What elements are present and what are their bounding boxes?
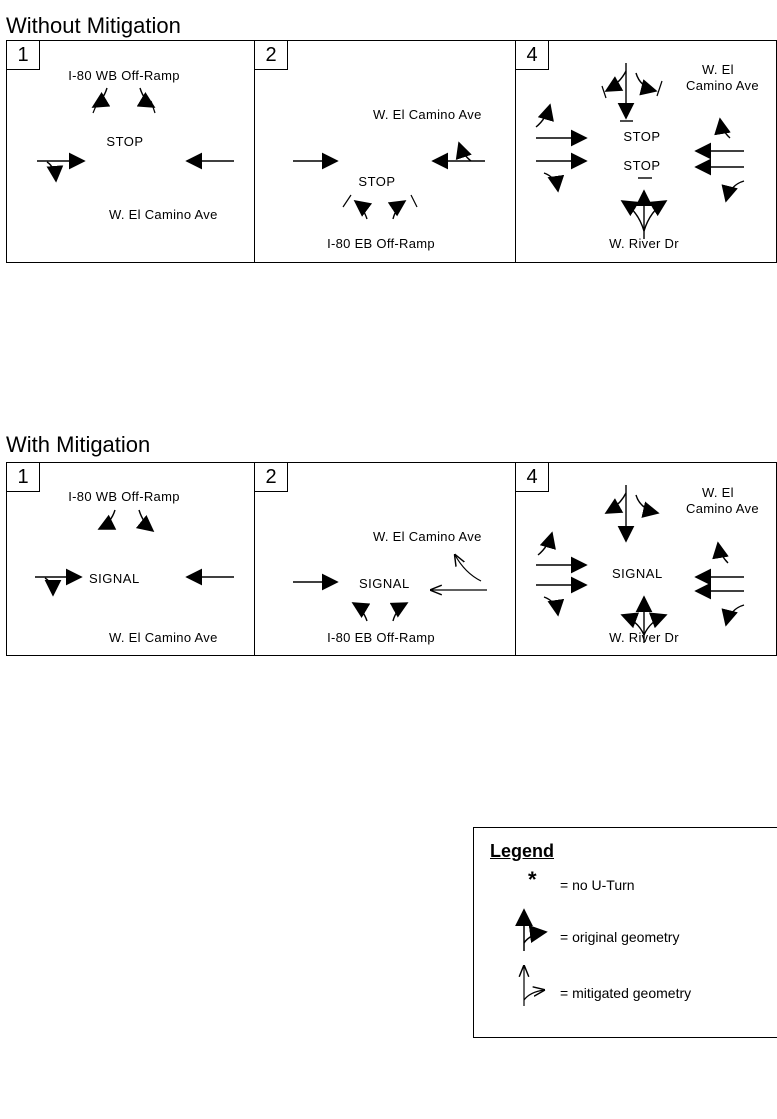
eb-right-arrow bbox=[543, 172, 565, 193]
eb-right-arrow bbox=[46, 161, 64, 183]
intersection-number: 4 bbox=[515, 40, 549, 70]
road-label-north: I-80 WB Off-Ramp bbox=[68, 68, 180, 83]
road-label-north-2: Camino Ave bbox=[686, 78, 759, 93]
control-label: SIGNAL bbox=[89, 571, 140, 586]
intersection-number: 4 bbox=[515, 462, 549, 492]
nb-left-arrow bbox=[353, 199, 373, 220]
wb-right-arrow bbox=[712, 541, 729, 564]
sb-right-arrow bbox=[604, 492, 627, 514]
wb-right-arrow bbox=[714, 117, 731, 139]
road-label-east: W. El Camino Ave bbox=[373, 107, 482, 122]
panel-int-1-without: 1 I-80 WB Off-Ramp STOP W. El Camino Ave bbox=[6, 40, 255, 263]
road-label-south: W. River Dr bbox=[609, 236, 679, 251]
legend-title: Legend bbox=[490, 841, 555, 861]
eb-right-arrow bbox=[44, 577, 62, 597]
legend-symbols bbox=[515, 908, 548, 1006]
panel-int-4-without: 4 W. El Camino Ave STOP STOP W. River Dr bbox=[515, 40, 777, 263]
original-geometry-icon bbox=[515, 908, 548, 951]
road-label-north: I-80 WB Off-Ramp bbox=[68, 489, 180, 504]
road-label-east: W. El Camino Ave bbox=[373, 529, 482, 544]
nb-left-arrow bbox=[351, 602, 371, 622]
movement-arrows bbox=[535, 63, 745, 239]
movement-arrows bbox=[293, 141, 485, 220]
panel-int-1-with: 1 I-80 WB Off-Ramp SIGNAL W. El Camino A… bbox=[6, 462, 255, 656]
eb-right-arrow bbox=[543, 596, 565, 617]
sb-left-arrow bbox=[635, 72, 658, 96]
control-label: SIGNAL bbox=[359, 576, 410, 591]
wb-right-arrow bbox=[455, 141, 472, 162]
nb-right-arrow bbox=[643, 200, 668, 232]
intersection-number: 2 bbox=[254, 462, 288, 492]
road-label-north-2: Camino Ave bbox=[686, 501, 759, 516]
control-label: STOP bbox=[106, 134, 144, 149]
nb-left-arrow bbox=[97, 509, 117, 530]
control-label: STOP bbox=[358, 174, 396, 189]
eb-left-arrow bbox=[535, 103, 554, 128]
eb-left-arrow bbox=[537, 531, 556, 556]
road-label-north-1: W. El bbox=[702, 62, 734, 77]
wb-left-arrow bbox=[721, 604, 745, 627]
road-label-south: W. El Camino Ave bbox=[109, 630, 218, 645]
nb-right-arrow bbox=[135, 509, 155, 533]
legend-no-uturn-text: = no U-Turn bbox=[560, 877, 635, 893]
sb-right-arrow bbox=[604, 70, 627, 92]
section-title-without: Without Mitigation bbox=[6, 13, 181, 38]
control-label: SIGNAL bbox=[612, 566, 663, 581]
road-label-south: I-80 EB Off-Ramp bbox=[327, 630, 435, 645]
intersection-number: 1 bbox=[6, 40, 40, 70]
nb-right-arrow bbox=[643, 612, 668, 636]
movement-arrows bbox=[293, 463, 487, 622]
road-label-south: I-80 EB Off-Ramp bbox=[327, 236, 435, 251]
nb-right-arrow bbox=[389, 602, 409, 622]
movement-arrows bbox=[536, 485, 745, 643]
road-label-south: W. El Camino Ave bbox=[109, 207, 218, 222]
intersection-number: 2 bbox=[254, 40, 288, 70]
legend-mitigated-text: = mitigated geometry bbox=[560, 985, 692, 1001]
control-label-2: STOP bbox=[623, 158, 661, 173]
nb-right-arrow bbox=[387, 200, 407, 220]
panel-int-4-with: 4 W. El Camino Ave SIGNAL W. River Dr bbox=[515, 462, 777, 656]
wb-left-arrow bbox=[721, 180, 745, 203]
intersection-number: 1 bbox=[6, 462, 40, 492]
nb-left-arrow bbox=[91, 87, 111, 108]
nb-left-arrow bbox=[620, 200, 645, 232]
mitigated-geometry-icon bbox=[524, 966, 544, 1006]
road-label-north-1: W. El bbox=[702, 485, 734, 500]
movement-arrows bbox=[35, 509, 234, 597]
no-uturn-star-icon: * bbox=[528, 867, 537, 892]
section-title-with: With Mitigation bbox=[6, 432, 151, 457]
panel-int-2-with: 2 W. El Camino Ave SIGNAL I-80 EB Off-Ra… bbox=[254, 462, 516, 656]
control-label-1: STOP bbox=[623, 129, 661, 144]
legend-original-text: = original geometry bbox=[560, 929, 680, 945]
nb-left-arrow bbox=[620, 612, 645, 636]
sb-left-arrow bbox=[635, 494, 660, 518]
wb-right-mitigated-arrow bbox=[455, 555, 482, 582]
panel-int-2-without: 2 W. El Camino Ave STOP I-80 EB Off-Ramp bbox=[254, 40, 516, 263]
movement-arrows bbox=[37, 87, 234, 183]
legend-box: Legend * = no U-Turn = original geometry… bbox=[473, 827, 777, 1038]
